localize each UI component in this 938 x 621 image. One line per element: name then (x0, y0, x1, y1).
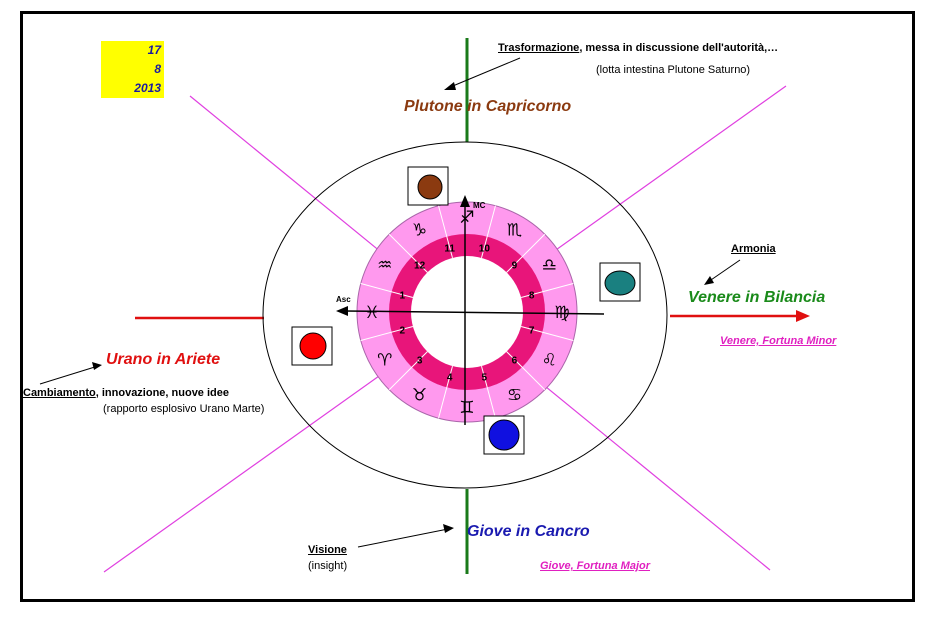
uranus-pointer-head (92, 362, 102, 370)
jupiter-label: Giove in Cancro (467, 523, 590, 540)
jupiter-subnote: (insight) (308, 560, 348, 572)
house-number: 1 (400, 291, 406, 302)
house-number: 10 (479, 243, 491, 254)
uranus-label: Urano in Ariete (106, 351, 221, 368)
venus-pointer-head (704, 276, 714, 285)
house-number: 5 (482, 373, 488, 384)
house-number: 4 (447, 373, 453, 384)
mc-label: MC (473, 201, 486, 210)
asc-axis (344, 310, 605, 315)
pluto-label: Plutone in Capricorno (404, 98, 572, 115)
wheel-spoke (506, 233, 546, 273)
pluto-keyword: Trasformazione (498, 42, 580, 54)
house-number: 12 (414, 261, 426, 272)
date-year: 2013 (134, 81, 161, 95)
jupiter-pointer (357, 528, 449, 548)
date-day: 17 (147, 43, 161, 57)
house-number: 8 (529, 291, 535, 302)
zodiac-sign-glyph: ♈ (377, 351, 392, 371)
venus-pointer (707, 259, 741, 283)
house-number: 7 (529, 325, 535, 336)
asc-arrowhead (336, 306, 348, 316)
wheel-spoke (481, 205, 496, 259)
wheel-spoke (388, 351, 428, 391)
house-number: 2 (400, 325, 406, 336)
jupiter-marker (483, 415, 525, 455)
zodiac-sign-glyph: ♏ (507, 221, 522, 241)
pluto-pointer (447, 57, 521, 89)
jupiter-link[interactable]: Giove, Fortuna Major (540, 560, 651, 572)
venus-keyword: Armonia (731, 243, 776, 255)
zodiac-sign-glyph: ♓ (364, 303, 379, 323)
wheel-spoke (360, 326, 414, 341)
zodiac-sign-glyph: ♑ (412, 221, 427, 241)
house-number: 9 (512, 261, 518, 272)
wheel-spoke (438, 205, 453, 259)
pluto-pointer-head (444, 82, 456, 90)
uranus-marker (291, 326, 333, 366)
uranus-pointer (39, 365, 99, 385)
venus-link[interactable]: Venere, Fortuna Minor (720, 335, 837, 347)
date-box: 17 8 2013 (101, 41, 164, 98)
diagram-frame (20, 11, 915, 602)
venus-label: Venere in Bilancia (688, 289, 826, 306)
wheel-spoke (360, 283, 414, 298)
venus-marker (599, 262, 641, 302)
arrowhead-right (796, 310, 810, 322)
wheel-spoke (520, 283, 574, 298)
zodiac-sign-glyph: ♒ (377, 256, 392, 276)
mc-arrowhead (460, 195, 470, 207)
wheel-spoke (481, 365, 496, 419)
wheel-spoke (388, 233, 428, 273)
uranus-subnote: (rapporto esplosivo Urano Marte) (103, 403, 265, 415)
pluto-note: Trasformazione, messa in discussione del… (498, 42, 778, 54)
uranus-note-text: , innovazione, nuove idee (95, 387, 229, 399)
house-number: 3 (417, 355, 423, 366)
wheel-spoke (438, 365, 453, 419)
zodiac-sign-glyph: ♊ (459, 398, 474, 418)
zodiac-sign-glyph: ♉ (412, 385, 427, 405)
date-month: 8 (154, 62, 161, 76)
pluto-note-text: , messa in discussione dell'autorità,… (579, 42, 779, 54)
jupiter-keyword: Visione (308, 544, 347, 556)
outer-ellipse (262, 141, 668, 489)
zodiac-sign-glyph: ♌ (542, 351, 557, 371)
wheel-spoke (520, 326, 574, 341)
zodiac-sign-glyph: ♋ (507, 385, 522, 405)
house-number: 11 (444, 243, 455, 254)
uranus-keyword: Cambiamento (23, 387, 96, 399)
pluto-subnote: (lotta intestina Plutone Saturno) (596, 64, 751, 76)
jupiter-pointer-head (443, 524, 454, 533)
zodiac-sign-glyph: ♎ (542, 256, 557, 276)
wheel-spoke (506, 351, 546, 391)
uranus-note: Cambiamento, innovazione, nuove idee (23, 387, 229, 399)
house-number: 6 (512, 355, 518, 366)
pluto-marker (407, 166, 449, 206)
asc-label: Asc (336, 295, 351, 304)
zodiac-sign-glyph: ♐ (459, 208, 474, 228)
